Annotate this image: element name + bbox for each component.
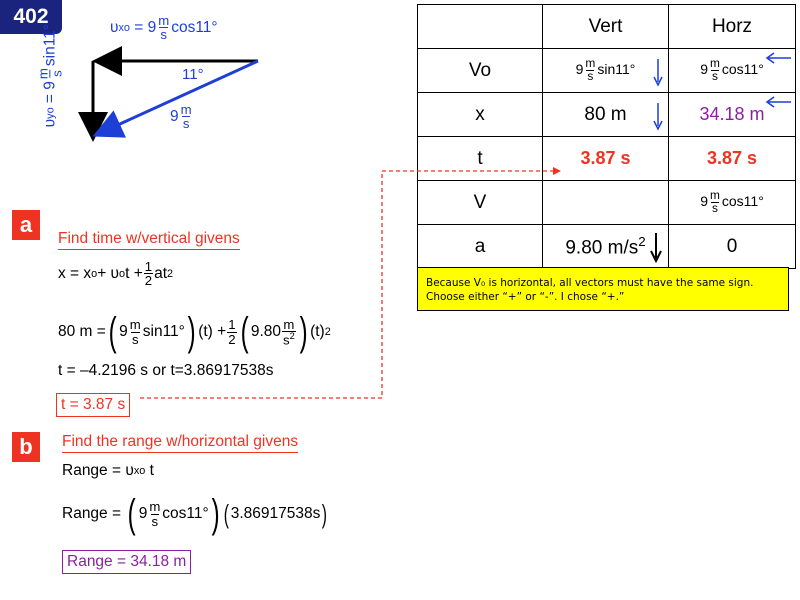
left-arrow-icon bbox=[765, 52, 791, 64]
sign-convention-note: Because V₀ is horizontal, all vectors mu… bbox=[417, 267, 789, 311]
row-label-x: x bbox=[417, 92, 543, 137]
row-label-vo: Vo bbox=[417, 48, 543, 93]
part-b-heading: Find the range w/horizontal givens bbox=[62, 433, 299, 453]
part-b-answer: Range = 34.18 m bbox=[62, 550, 192, 574]
down-arrow-icon bbox=[650, 233, 662, 263]
resultant-velocity-arrow bbox=[92, 59, 259, 138]
part-a-heading: Find time w/vertical givens bbox=[58, 230, 240, 250]
table-header-row: Vert Horz bbox=[417, 4, 796, 49]
row-label-t: t bbox=[417, 136, 543, 181]
table-header-horz: Horz bbox=[668, 4, 796, 49]
cell-v-vert bbox=[542, 180, 669, 225]
velocity-vector-diagram bbox=[78, 46, 259, 142]
part-a-equation-3: t = –4.2196 s or t=3.86917538s bbox=[58, 362, 274, 379]
cell-a-vert: 9.80 m/s2 bbox=[542, 224, 669, 269]
cell-x-vert: 80 m bbox=[542, 92, 669, 137]
slide-number-badge: 402 bbox=[0, 0, 62, 34]
cell-a-horz: 0 bbox=[668, 224, 796, 269]
table-row-t: t 3.87 s 3.87 s bbox=[417, 136, 796, 181]
table-header-vert: Vert bbox=[542, 4, 669, 49]
part-a-answer: t = 3.87 s bbox=[56, 393, 131, 417]
table-row-a: a 9.80 m/s2 0 bbox=[417, 224, 796, 269]
down-arrow-icon bbox=[653, 59, 663, 87]
part-b-badge: b bbox=[12, 432, 40, 462]
part-a-badge: a bbox=[12, 210, 40, 240]
angle-label: 11° bbox=[182, 66, 204, 83]
down-arrow-icon bbox=[653, 103, 663, 131]
left-arrow-icon bbox=[765, 96, 791, 108]
